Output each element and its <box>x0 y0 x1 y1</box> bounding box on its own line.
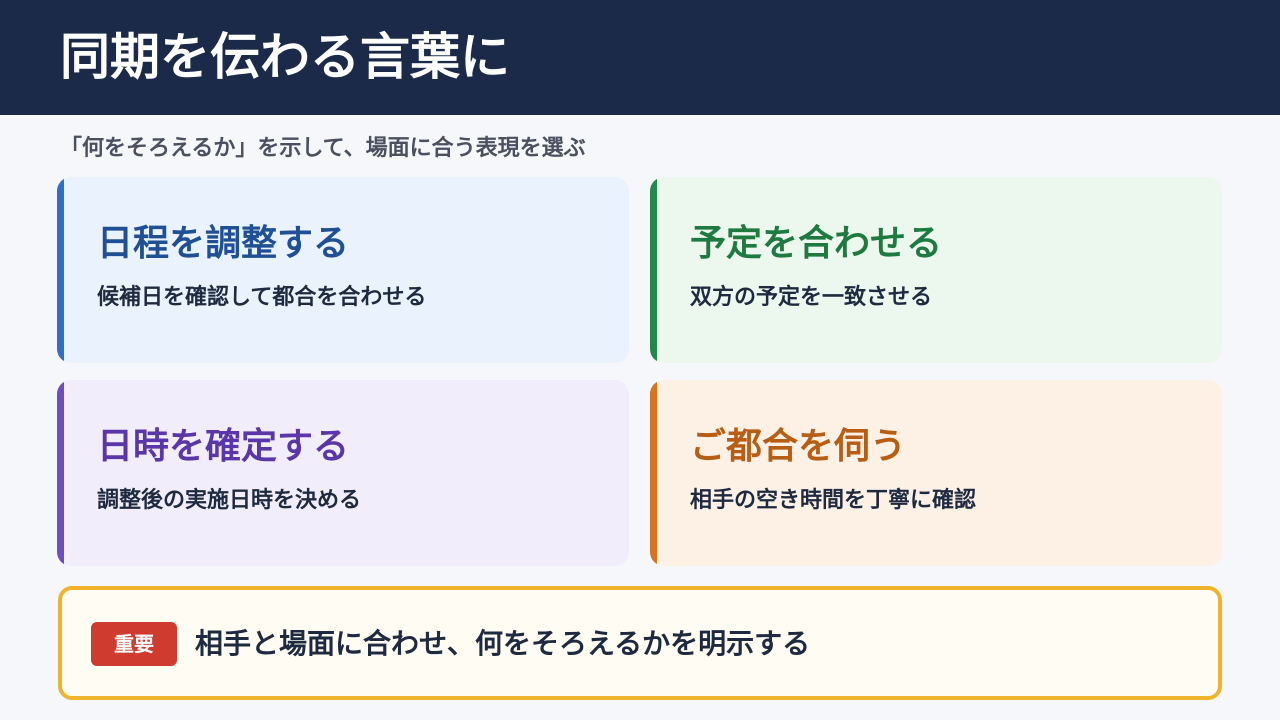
card-availability-ask: ご都合を伺う 相手の空き時間を丁寧に確認 <box>650 380 1222 566</box>
card-accent-bar <box>57 380 64 566</box>
card-schedule-adjust: 日程を調整する 候補日を確認して都合を合わせる <box>57 177 629 363</box>
card-title: 予定を合わせる <box>690 223 943 264</box>
card-datetime-confirm: 日時を確定する 調整後の実施日時を決める <box>57 380 629 566</box>
card-accent-bar <box>650 380 657 566</box>
header-bar: 同期を伝わる言葉に <box>0 0 1280 115</box>
card-title: 日時を確定する <box>97 426 350 467</box>
card-title: 日程を調整する <box>97 223 350 264</box>
card-accent-bar <box>650 177 657 363</box>
card-accent-bar <box>57 177 64 363</box>
card-schedule-match: 予定を合わせる 双方の予定を一致させる <box>650 177 1222 363</box>
card-title: ご都合を伺う <box>690 426 907 467</box>
important-note-text: 相手と場面に合わせ、何をそろえるかを明示する <box>195 627 811 660</box>
important-note: 重要 相手と場面に合わせ、何をそろえるかを明示する <box>58 586 1222 700</box>
important-badge: 重要 <box>91 622 177 666</box>
card-description: 候補日を確認して都合を合わせる <box>97 285 427 310</box>
card-description: 調整後の実施日時を決める <box>97 488 362 513</box>
card-description: 相手の空き時間を丁寧に確認 <box>690 488 977 513</box>
card-description: 双方の予定を一致させる <box>690 285 933 310</box>
page-subtitle: 「何をそろえるか」を示して、場面に合う表現を選ぶ <box>60 136 586 161</box>
page-title: 同期を伝わる言葉に <box>60 28 510 86</box>
